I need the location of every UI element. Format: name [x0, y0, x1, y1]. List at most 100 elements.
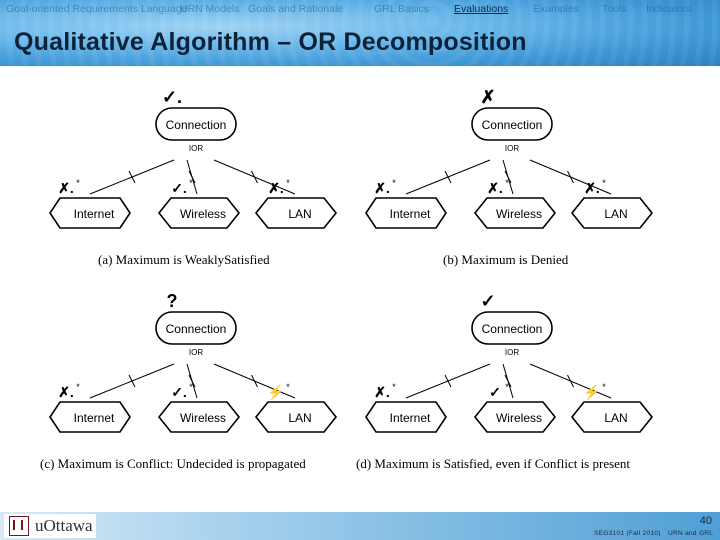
asterisk-marker: *: [505, 382, 509, 392]
decomposition-label: IOR: [505, 348, 519, 357]
child-evaluation-mark: ✓.: [171, 180, 187, 196]
link-tick: [444, 170, 452, 184]
child-task-internet: [365, 197, 447, 229]
child-label-lan: LAN: [604, 207, 627, 221]
decomposition-label: IOR: [189, 144, 203, 153]
logo-text: uOttawa: [35, 516, 93, 535]
child-task-internet: [49, 197, 131, 229]
child-evaluation-mark: ✗.: [58, 384, 74, 400]
nav-item-tools[interactable]: Tools: [602, 3, 627, 15]
footer-bar: [0, 512, 720, 540]
asterisk-marker: *: [505, 178, 509, 188]
link-tick: [251, 374, 258, 388]
nav-item-grl-basics[interactable]: GRL Basics: [374, 3, 430, 15]
child-evaluation-mark: ✓.: [171, 384, 187, 400]
asterisk-marker: *: [392, 382, 396, 392]
link-tick: [188, 170, 196, 184]
child-label-internet: Internet: [74, 207, 115, 221]
link-tick: [444, 374, 452, 388]
course-code: SEG3101 (Fall 2010): [594, 530, 661, 537]
asterisk-marker: *: [189, 382, 193, 392]
child-evaluation-mark: ⚡: [267, 384, 284, 401]
child-task-internet: [365, 401, 447, 433]
caption-b: (b) Maximum is Denied: [443, 252, 569, 267]
parent-evaluation-mark: ✓.: [162, 87, 182, 107]
child-task-lan: [254, 197, 338, 229]
panel-b: ConnectionIOR✗Internet✗.*Wireless✗.*LAN✗…: [365, 87, 654, 229]
child-task-lan: [254, 401, 338, 433]
child-evaluation-mark: ✗.: [584, 180, 600, 196]
link-tick: [504, 374, 512, 388]
child-label-internet: Internet: [390, 207, 431, 221]
header-banner: [0, 0, 720, 66]
child-task-wireless: [473, 197, 557, 229]
uottawa-logo[interactable]: uOttawa: [4, 514, 96, 538]
asterisk-marker: *: [602, 382, 606, 392]
decomposition-label: IOR: [505, 144, 519, 153]
child-label-lan: LAN: [288, 411, 311, 425]
child-evaluation-mark: ✗.: [487, 180, 503, 196]
asterisk-marker: *: [189, 178, 193, 188]
link-tick: [567, 170, 574, 184]
link-tick: [504, 170, 512, 184]
child-label-wireless: Wireless: [496, 207, 542, 221]
parent-goal-label: Connection: [166, 118, 227, 132]
asterisk-marker: *: [392, 178, 396, 188]
link-tick: [567, 374, 574, 388]
slide-title: Qualitative Algorithm – OR Decomposition: [14, 28, 527, 56]
parent-goal: [155, 311, 237, 345]
child-label-wireless: Wireless: [180, 207, 226, 221]
caption-a: (a) Maximum is WeaklySatisfied: [98, 252, 270, 267]
caption-d: (d) Maximum is Satisfied, even if Confli…: [356, 456, 631, 471]
link-tick: [251, 170, 258, 184]
nav-item-indicators[interactable]: Indicators: [646, 3, 692, 15]
parent-goal: [471, 311, 553, 345]
link-tick: [188, 374, 196, 388]
decomposition-label: IOR: [189, 348, 203, 357]
child-evaluation-mark: ⚡: [583, 384, 600, 401]
child-task-lan: [570, 401, 654, 433]
child-evaluation-mark: ✗.: [268, 180, 284, 196]
nav-item-examples[interactable]: Examples: [533, 3, 580, 15]
parent-goal: [471, 107, 553, 141]
child-task-internet: [49, 401, 131, 433]
child-label-lan: LAN: [288, 207, 311, 221]
nav-item-goal-oriented[interactable]: Goal-oriented Requirements Language: [6, 3, 188, 15]
asterisk-marker: *: [76, 178, 80, 188]
asterisk-marker: *: [602, 178, 606, 188]
panel-a: ConnectionIOR✓.Internet✗.*Wireless✓.*LAN…: [49, 87, 338, 229]
child-task-wireless: [157, 197, 241, 229]
parent-goal-label: Connection: [482, 322, 543, 336]
child-task-wireless: [473, 401, 557, 433]
child-evaluation-mark: ✗.: [374, 384, 390, 400]
asterisk-marker: *: [286, 382, 290, 392]
nav-item-goals-rationale[interactable]: Goals and Rationale: [248, 3, 344, 15]
university-crest-icon: [9, 516, 29, 536]
nav-item-urn-models[interactable]: URN Models: [180, 3, 240, 15]
child-label-internet: Internet: [74, 411, 115, 425]
parent-evaluation-mark: ?: [167, 291, 178, 311]
child-label-wireless: Wireless: [496, 411, 542, 425]
panel-c: ConnectionIOR?Internet✗.*Wireless✓.*LAN⚡…: [49, 291, 338, 433]
child-task-wireless: [157, 401, 241, 433]
child-label-internet: Internet: [390, 411, 431, 425]
parent-goal: [155, 107, 237, 141]
page-number: 40: [699, 515, 712, 527]
or-decomposition-diagram: ConnectionIOR✓.Internet✗.*Wireless✓.*LAN…: [49, 87, 654, 433]
link-tick: [128, 374, 136, 388]
nav-item-evaluations[interactable]: Evaluations: [454, 3, 509, 15]
asterisk-marker: *: [286, 178, 290, 188]
parent-goal-label: Connection: [166, 322, 227, 336]
link-tick: [128, 170, 136, 184]
parent-evaluation-mark: ✓: [480, 291, 495, 311]
child-label-lan: LAN: [604, 411, 627, 425]
parent-goal-label: Connection: [482, 118, 543, 132]
child-evaluation-mark: ✗.: [58, 180, 74, 196]
parent-evaluation-mark: ✗: [480, 87, 495, 107]
child-label-wireless: Wireless: [180, 411, 226, 425]
child-evaluation-mark: ✓: [489, 384, 501, 400]
footer-topic: URN and GRL: [668, 530, 714, 537]
asterisk-marker: *: [76, 382, 80, 392]
child-task-lan: [570, 197, 654, 229]
